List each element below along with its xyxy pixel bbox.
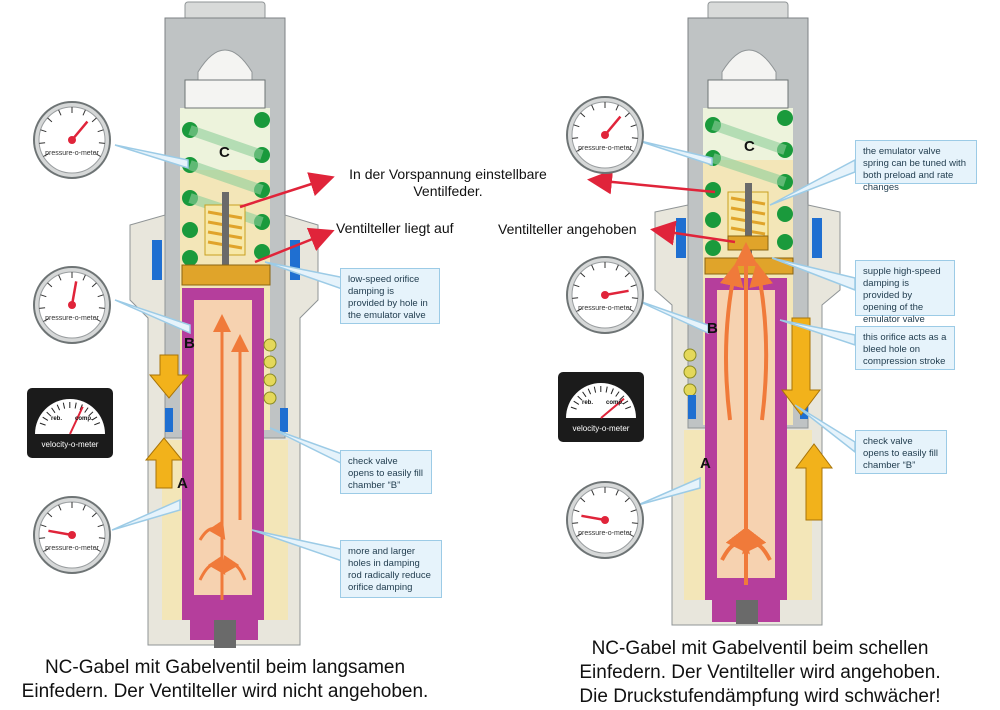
left-velocity-comp-label: comp.	[75, 416, 93, 422]
left-oil-flow-arrows	[198, 314, 249, 600]
right-bushing-left	[688, 395, 696, 419]
left-valve-plate	[181, 264, 271, 286]
left-callout-low-speed: low-speed orifice damping is provided by…	[340, 268, 440, 324]
right-bolt	[736, 600, 758, 624]
left-bushing-left	[165, 408, 173, 432]
right-callout-bleed-hole: this orifice acts as a bleed hole on com…	[855, 326, 955, 370]
right-caption-line1: NC-Gabel mit Gabelventil beim schellen	[591, 638, 929, 659]
right-velocity-comp-label: comp.	[606, 400, 624, 406]
right-pressure-gauge-2: pressure-o-meter	[565, 255, 645, 337]
right-oil-flow-arrows	[719, 242, 773, 585]
left-chamber-label-b: B	[184, 335, 195, 352]
left-bushing-right	[280, 408, 288, 432]
right-callout-high-speed: supple high-speed damping is provided by…	[855, 260, 955, 325]
left-chamber-label-c: C	[219, 144, 230, 161]
right-callout-emulator-spring: the emulator valve spring can be tuned w…	[855, 140, 977, 193]
left-annotation-valve-closed: Ventilteller liegt auf	[336, 220, 454, 236]
right-plug-base	[707, 79, 789, 109]
left-callout-more-holes: more and larger holes in damping rod rad…	[340, 540, 442, 598]
right-travel-arrows	[780, 317, 833, 521]
right-caption-line3: Die Druckstufendämpfung wird schwächer!	[579, 686, 941, 707]
right-velocity-meter-label: velocity-o-meter	[572, 424, 630, 433]
red-annotation-arrows	[239, 169, 736, 264]
left-pressure-gauge-2: pressure-o-meter	[32, 265, 112, 347]
right-top-cap	[707, 1, 789, 21]
left-pressure-gauge-1: pressure-o-meter	[32, 100, 112, 182]
left-pressure-gauge-label-3: pressure-o-meter	[45, 545, 99, 552]
left-plug-base	[184, 79, 266, 109]
left-pressure-gauge-label-1: pressure-o-meter	[45, 150, 99, 157]
right-valve-stem	[745, 183, 752, 263]
callout-leaders	[111, 139, 856, 564]
left-pressure-gauge-3: pressure-o-meter	[32, 495, 112, 577]
left-chamber-label-a: A	[177, 475, 188, 492]
left-bolt	[214, 620, 236, 648]
left-annotation-preload-spring: In der Vorspannung einstellbare Ventilfe…	[349, 166, 547, 199]
left-fork-diagram	[129, 1, 319, 648]
right-seal-left	[676, 218, 686, 258]
right-chamber-label-c: C	[744, 138, 755, 155]
left-pressure-gauge-label-2: pressure-o-meter	[45, 315, 99, 322]
left-seal-left	[152, 240, 162, 280]
right-pressure-gauge-1: pressure-o-meter	[565, 95, 645, 177]
left-rebound-spring	[263, 338, 277, 405]
left-velocity-meter-label: velocity-o-meter	[41, 440, 99, 449]
right-rebound-spring	[683, 348, 697, 397]
left-travel-arrows	[144, 354, 190, 489]
left-velocity-reb-label: reb.	[51, 416, 63, 422]
right-pressure-gauge-3: pressure-o-meter	[565, 480, 645, 562]
left-main-spring	[182, 112, 270, 266]
right-velocity-reb-label: reb.	[582, 400, 594, 406]
right-chamber-label-b: B	[707, 320, 718, 337]
right-pressure-gauge-label-3: pressure-o-meter	[578, 530, 632, 537]
left-valve-stem	[222, 192, 229, 272]
right-chamber-label-a: A	[700, 455, 711, 472]
right-velocity-meter: reb. comp. velocity-o-meter	[558, 372, 644, 442]
left-top-plug	[197, 49, 253, 81]
left-top-cap	[184, 1, 266, 21]
left-caption-line2: Einfedern. Der Ventilteller wird nicht a…	[21, 681, 429, 702]
right-caption: NC-Gabel mit Gabelventil beim schellen E…	[540, 637, 980, 709]
left-caption: NC-Gabel mit Gabelventil beim langsamen …	[0, 656, 450, 704]
right-annotation-valve-raised: Ventilteller angehoben	[498, 221, 637, 237]
right-callout-check-valve: check valve opens to easily fill chamber…	[855, 430, 947, 474]
right-top-plug	[721, 49, 777, 81]
left-velocity-meter: reb. comp. velocity-o-meter	[27, 388, 113, 458]
right-caption-line2: Einfedern. Der Ventilteller wird angehob…	[579, 662, 941, 683]
right-fork-diagram	[654, 1, 841, 626]
left-seal-right	[290, 240, 300, 280]
right-pressure-gauge-label-1: pressure-o-meter	[578, 145, 632, 152]
left-callout-check-valve: check valve opens to easily fill chamber…	[340, 450, 432, 494]
left-caption-line1: NC-Gabel mit Gabelventil beim langsamen	[44, 657, 406, 678]
right-pressure-gauge-label-2: pressure-o-meter	[578, 305, 632, 312]
right-seal-right	[812, 218, 822, 258]
